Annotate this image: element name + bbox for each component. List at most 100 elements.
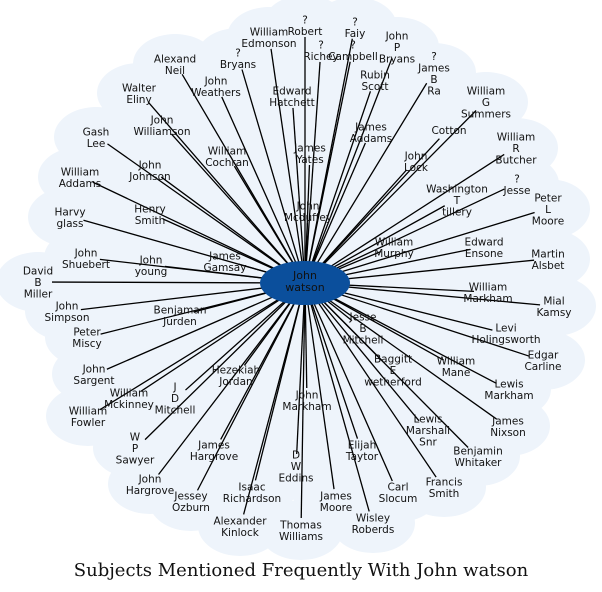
node-label[interactable]: ?Jesse <box>503 173 531 197</box>
edge <box>304 61 351 284</box>
node-halo <box>506 179 590 239</box>
edge <box>304 153 505 284</box>
edge <box>304 61 321 284</box>
edge <box>304 82 428 284</box>
graph-title: Subjects Mentioned Frequently With John … <box>73 560 529 581</box>
node-label[interactable]: ?Robert <box>288 14 323 38</box>
edge <box>300 282 306 519</box>
edge <box>292 107 306 284</box>
node-label[interactable]: Cotton <box>431 125 466 137</box>
hub-node[interactable] <box>260 261 350 305</box>
node-halo <box>351 340 435 400</box>
edge <box>99 282 306 411</box>
edge <box>304 282 370 512</box>
edge <box>304 282 437 478</box>
edge <box>304 91 372 284</box>
edge <box>304 282 497 420</box>
edge <box>304 282 469 448</box>
node-label[interactable]: ?Campbell <box>328 39 378 63</box>
edge <box>304 188 505 284</box>
node-label[interactable]: ?Faiy <box>345 16 366 40</box>
node-halo <box>442 217 526 277</box>
node-halo <box>506 229 590 289</box>
node-label[interactable]: ?Richey <box>303 39 338 63</box>
edge <box>107 143 306 284</box>
edge <box>140 282 306 392</box>
edge <box>304 110 477 284</box>
edge <box>304 282 335 490</box>
node-halo <box>259 500 343 560</box>
node-label[interactable]: ?Bryans <box>220 47 256 71</box>
edge <box>241 69 306 284</box>
node-halo <box>402 457 486 517</box>
edge <box>304 282 497 385</box>
edge <box>242 282 306 515</box>
